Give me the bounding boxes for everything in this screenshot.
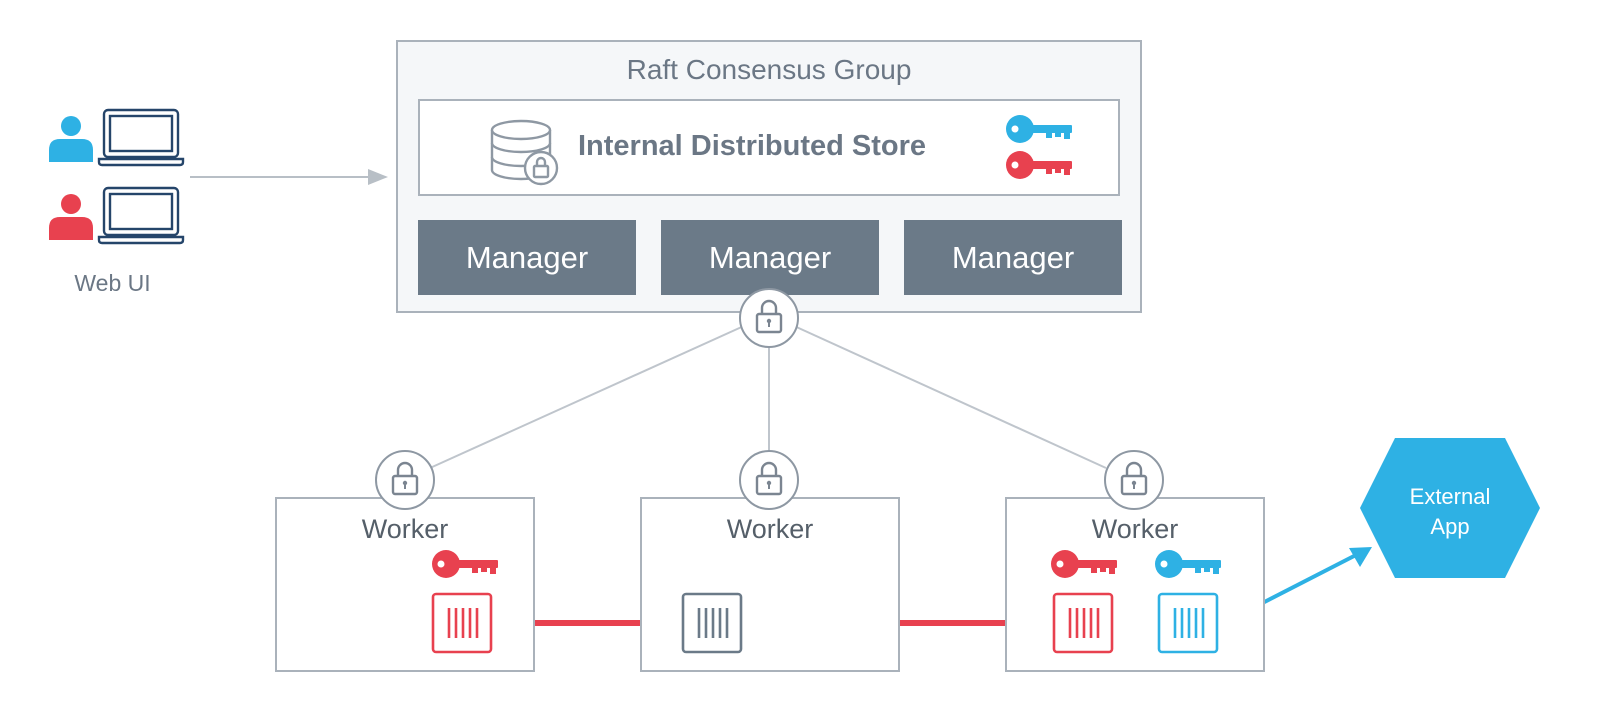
external-app-hexagon bbox=[1360, 438, 1540, 578]
key-icon bbox=[1051, 550, 1117, 578]
webui-arrow-head bbox=[368, 169, 388, 185]
connection-line-1 bbox=[429, 324, 747, 469]
key-icon bbox=[432, 550, 498, 578]
lock-icon bbox=[738, 449, 800, 511]
manager-node-2: Manager bbox=[661, 220, 879, 295]
lock-icon bbox=[1103, 449, 1165, 511]
container-icon bbox=[681, 592, 743, 654]
external-app-line-2: App bbox=[1430, 514, 1470, 539]
worker-node-3 bbox=[1005, 497, 1265, 672]
external-app-label: External App bbox=[1362, 482, 1538, 542]
container-icon bbox=[1052, 592, 1114, 654]
web-ui-label: Web UI bbox=[74, 270, 151, 296]
arrow-icon bbox=[1349, 547, 1372, 567]
key-icon bbox=[1155, 550, 1221, 578]
container-icon bbox=[1157, 592, 1219, 654]
lock-icon bbox=[738, 287, 800, 349]
raft-group-title: Raft Consensus Group bbox=[626, 54, 912, 85]
database-icon bbox=[490, 119, 559, 186]
key-icon bbox=[1006, 151, 1072, 179]
external-app-line-1: External bbox=[1409, 484, 1491, 509]
manager-node-3: Manager bbox=[904, 220, 1122, 295]
store-title: Internal Distributed Store bbox=[578, 130, 927, 162]
connection-line-3 bbox=[791, 324, 1107, 469]
key-icon bbox=[1006, 115, 1072, 143]
manager-node-1: Manager bbox=[418, 220, 636, 295]
container-icon bbox=[431, 592, 493, 654]
worker-label-2: Worker bbox=[726, 514, 814, 544]
lock-icon bbox=[374, 449, 436, 511]
worker-label-3: Worker bbox=[1091, 514, 1179, 544]
worker-label-1: Worker bbox=[361, 514, 449, 544]
